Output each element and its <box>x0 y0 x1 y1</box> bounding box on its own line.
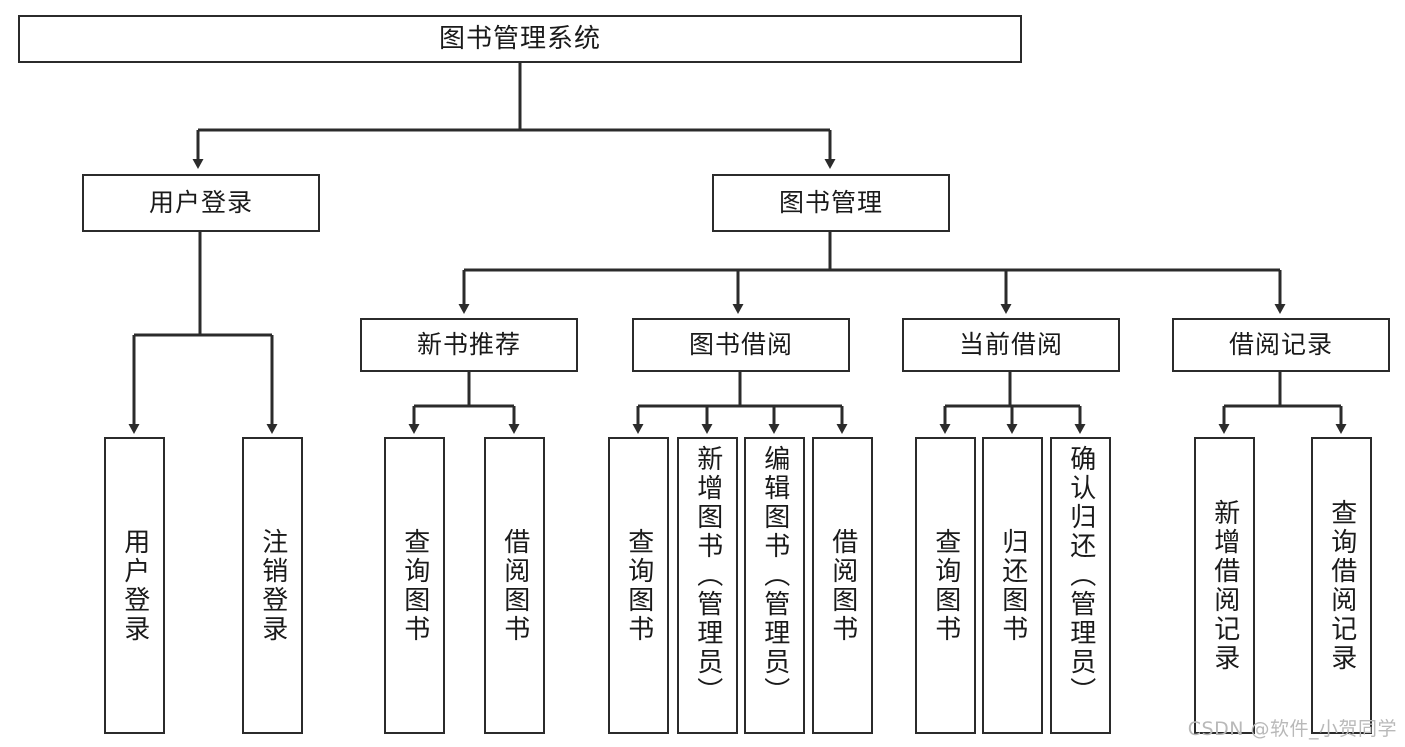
leaf-add-borrow-record[interactable]: 新增借阅记录 <box>1194 437 1255 734</box>
watermark: CSDN @软件_小贺同学 <box>1187 718 1397 740</box>
leaf-query-book-2[interactable]: 查询图书 <box>608 437 669 734</box>
leaf-add-book-admin-label: 新增图书（管理员） <box>692 445 723 706</box>
node-current-borrow[interactable]: 当前借阅 <box>902 318 1120 372</box>
leaf-borrow-book-1-label: 借阅图书 <box>499 527 530 644</box>
leaf-logout-label: 注销登录 <box>257 527 288 644</box>
leaf-borrow-book-2-label: 借阅图书 <box>827 527 858 644</box>
node-current-borrow-label: 当前借阅 <box>958 330 1063 360</box>
node-user-login-label: 用户登录 <box>148 188 253 218</box>
leaf-edit-book-admin-label: 编辑图书（管理员） <box>759 445 790 706</box>
leaf-query-book-2-label: 查询图书 <box>623 527 654 644</box>
leaf-query-book-3-label: 查询图书 <box>930 527 961 644</box>
leaf-query-book-1[interactable]: 查询图书 <box>384 437 445 734</box>
leaf-logout[interactable]: 注销登录 <box>242 437 303 734</box>
leaf-query-book-1-label: 查询图书 <box>399 527 430 644</box>
leaf-query-borrow-record[interactable]: 查询借阅记录 <box>1311 437 1372 734</box>
node-book-manage[interactable]: 图书管理 <box>712 174 950 232</box>
leaf-return-book-label: 归还图书 <box>997 527 1028 644</box>
leaf-user-login-label: 用户登录 <box>119 527 150 644</box>
node-borrow-record-label: 借阅记录 <box>1228 330 1333 360</box>
node-book-manage-label: 图书管理 <box>778 188 883 218</box>
leaf-confirm-return-admin[interactable]: 确认归还（管理员） <box>1050 437 1111 734</box>
leaf-user-login[interactable]: 用户登录 <box>104 437 165 734</box>
leaf-add-book-admin[interactable]: 新增图书（管理员） <box>677 437 738 734</box>
node-root[interactable]: 图书管理系统 <box>18 15 1022 63</box>
leaf-confirm-return-admin-label: 确认归还（管理员） <box>1065 445 1096 706</box>
node-new-book-recommend[interactable]: 新书推荐 <box>360 318 578 372</box>
leaf-edit-book-admin[interactable]: 编辑图书（管理员） <box>744 437 805 734</box>
leaf-borrow-book-1[interactable]: 借阅图书 <box>484 437 545 734</box>
node-borrow-record[interactable]: 借阅记录 <box>1172 318 1390 372</box>
leaf-add-borrow-record-label: 新增借阅记录 <box>1209 498 1240 673</box>
leaf-query-book-3[interactable]: 查询图书 <box>915 437 976 734</box>
leaf-query-borrow-record-label: 查询借阅记录 <box>1326 498 1357 673</box>
node-user-login[interactable]: 用户登录 <box>82 174 320 232</box>
node-book-borrow-label: 图书借阅 <box>688 330 793 360</box>
node-root-label: 图书管理系统 <box>438 23 601 54</box>
node-new-book-recommend-label: 新书推荐 <box>416 330 521 360</box>
node-book-borrow[interactable]: 图书借阅 <box>632 318 850 372</box>
leaf-return-book[interactable]: 归还图书 <box>982 437 1043 734</box>
leaf-borrow-book-2[interactable]: 借阅图书 <box>812 437 873 734</box>
